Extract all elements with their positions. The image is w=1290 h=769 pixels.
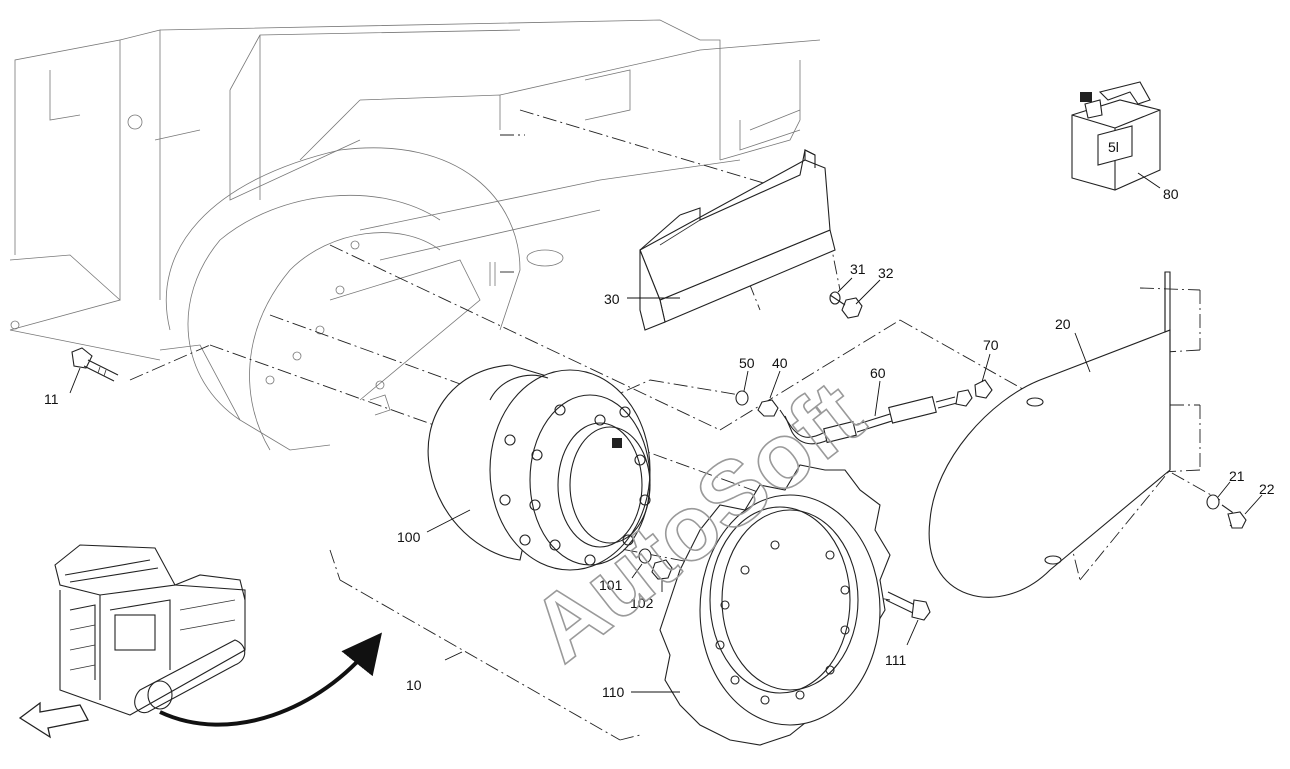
sprocket-part-110: [659, 464, 891, 746]
bolt-part-22: [1206, 494, 1247, 529]
callout-111: 111: [885, 652, 906, 668]
cover-plate-part-20: [928, 271, 1171, 598]
oil-jug-label: 5l: [1108, 139, 1119, 155]
bolt-part-11: [71, 347, 119, 382]
callout-30: 30: [604, 291, 620, 307]
nut-part-102: [638, 548, 673, 580]
machine-frame-background: [9, 19, 821, 451]
callout-102: 102: [630, 595, 654, 611]
gearbox-hub-part-100: [427, 364, 651, 571]
callout-20: 20: [1055, 316, 1071, 332]
callout-110: 110: [602, 684, 625, 700]
callout-60: 60: [870, 365, 886, 381]
callout-32: 32: [878, 265, 894, 281]
curved-arrow: [159, 632, 383, 727]
callout-21: 21: [1229, 468, 1245, 484]
callout-22: 22: [1259, 481, 1275, 497]
bracket-part-30: [639, 149, 836, 331]
callout-50: 50: [739, 355, 755, 371]
callout-labels: 10 11 20 21 22 30 31 32 40 50 60 70 80 1…: [44, 186, 1275, 700]
bolt-part-111: [885, 591, 931, 621]
callout-100: 100: [397, 529, 421, 545]
callout-11: 11: [44, 391, 59, 407]
callout-31: 31: [850, 261, 866, 277]
callout-101: 101: [599, 577, 623, 593]
leader-lines: [69, 172, 1263, 693]
oil-jug-part-80: [1071, 81, 1161, 191]
hose-assembly-part-60: [735, 379, 993, 445]
pointer-arrow: [18, 701, 89, 739]
callout-80: 80: [1163, 186, 1179, 202]
callout-40: 40: [772, 355, 788, 371]
machine-overview-inset: [54, 544, 246, 716]
callout-10: 10: [406, 677, 422, 693]
callout-70: 70: [983, 337, 999, 353]
bolt-part-32: [829, 291, 863, 319]
